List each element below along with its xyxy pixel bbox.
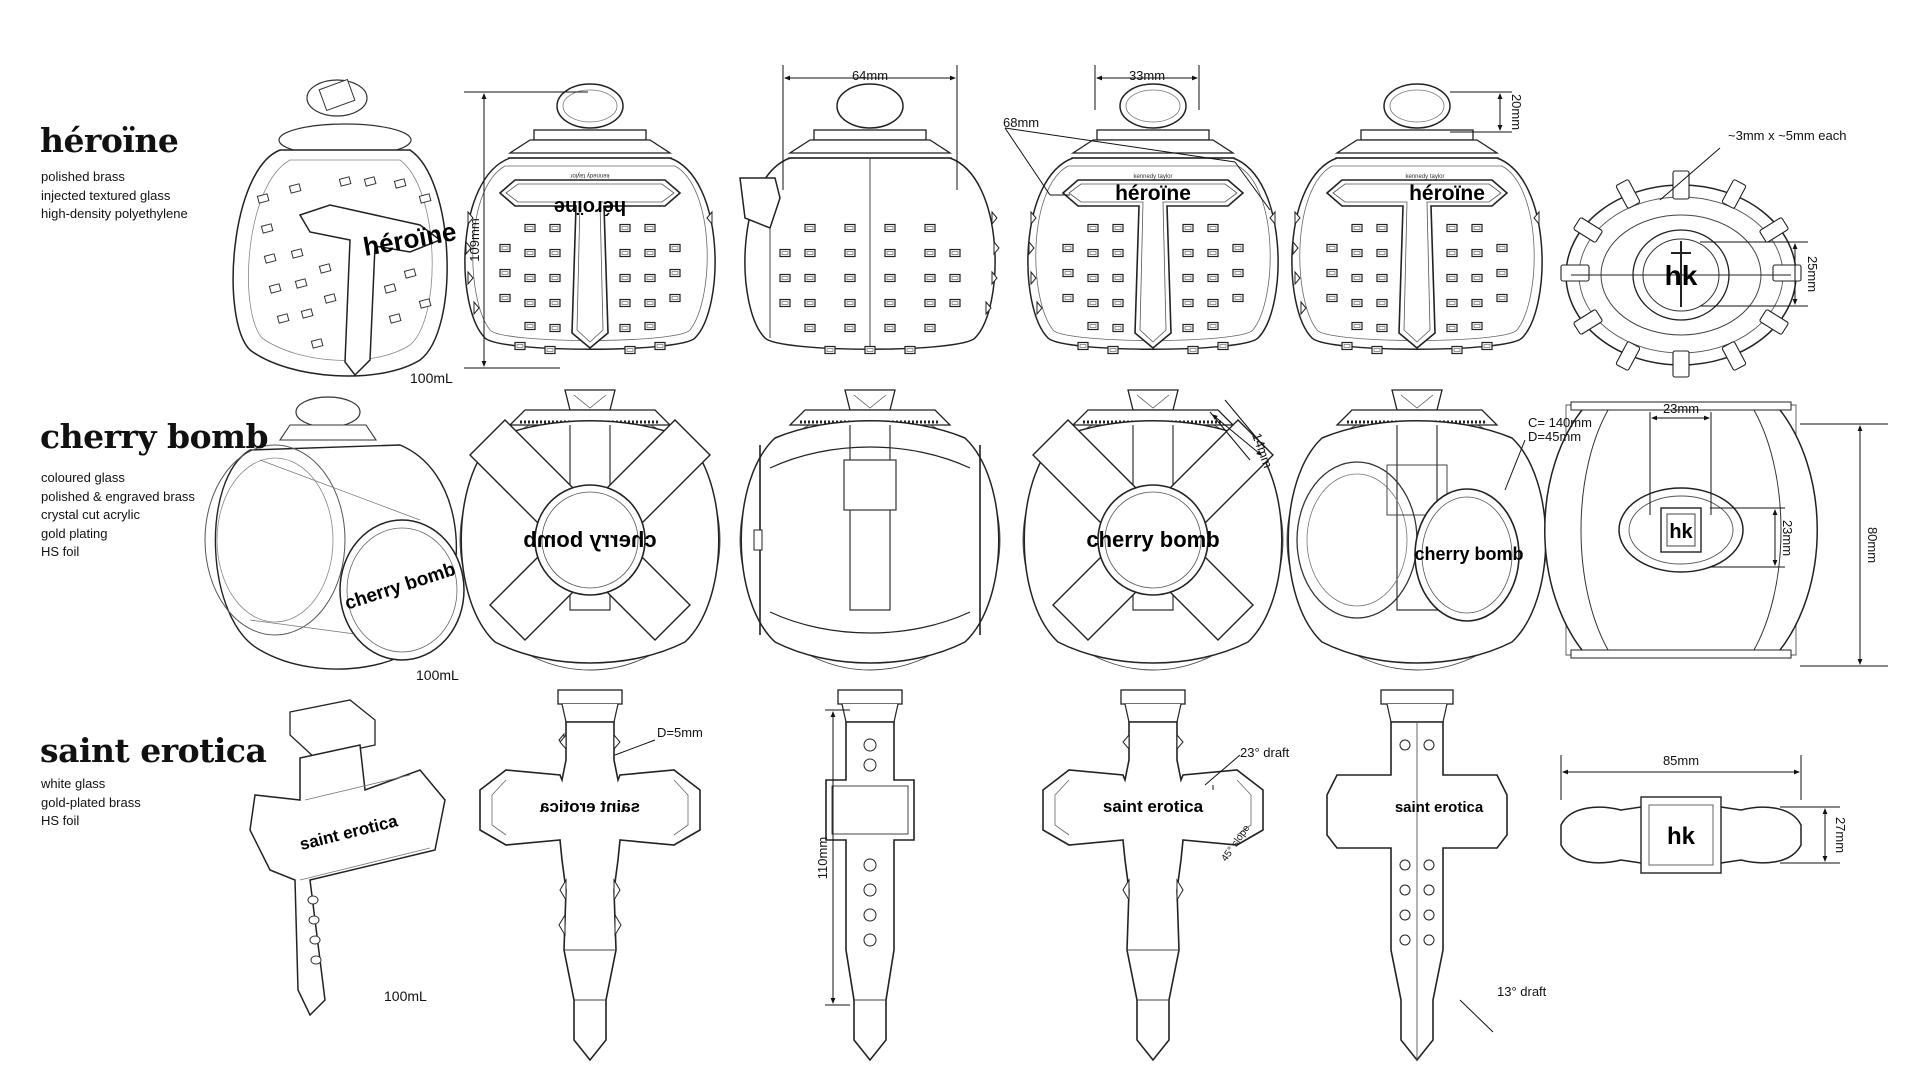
saint-dim-height: 110mm	[815, 837, 830, 879]
saint-monogram: hk	[1667, 823, 1696, 850]
heroine-perspective-view: héroïne	[232, 78, 459, 377]
cherry-bomb-material: HS foil	[41, 544, 80, 559]
saint-dimensions	[614, 709, 1840, 1033]
heroine-3q-label: héroïne	[1409, 182, 1485, 205]
heroine-dimensions	[464, 65, 1808, 369]
saint-erotica-side-view	[825, 689, 915, 1062]
cherry-monogram: hk	[1669, 521, 1693, 543]
heroine-dim-top: 25mm	[1805, 256, 1820, 292]
heroine-dim-height: 109mm	[467, 218, 482, 261]
saint-erotica-back-view: saint erotica	[1042, 689, 1264, 1061]
heroine-material: high-density polyethylene	[41, 206, 188, 221]
heroine-dimension-labels: 109mm 64mm 33mm 20mm 68mm ~3mm x ~5mm ea…	[467, 68, 1847, 292]
cherry-bomb-front-view: cherry bomb	[458, 388, 722, 672]
heroine-top-view: hk	[1560, 170, 1802, 378]
saint-erotica-materials: white glass gold-plated brass HS foil	[41, 775, 141, 831]
cherry-bomb-side-view	[738, 388, 1002, 672]
saint-dim-draft-arm: 23° draft	[1240, 745, 1290, 760]
heroine-3q-brand: kennedy taylor	[1405, 174, 1444, 180]
saint-dim-draft-blade: 13° draft	[1497, 984, 1547, 999]
saint-erotica-material: gold-plated brass	[41, 794, 141, 810]
cherry-bomb-material: polished & engraved brass	[41, 488, 195, 504]
cherry-dimensions	[1209, 399, 1888, 667]
cherry-bomb-material: gold plating	[41, 525, 108, 541]
saint-erotica-top-view: hk	[1560, 796, 1802, 874]
heroine-materials: polished brass injected textured glass h…	[41, 168, 188, 224]
heroine-material: polished brass	[41, 169, 125, 184]
saint-erotica-volume: 100mL	[384, 988, 427, 1004]
cherry-bomb-back-view: cherry bomb	[1021, 388, 1285, 672]
heroine-dim-studs: ~3mm x ~5mm each	[1728, 128, 1847, 143]
cherry-dimension-labels: 14mm C= 140mm D=45mm 23mm 23mm 80mm	[1249, 401, 1880, 563]
cherry-bomb-three-quarter-view: cherry bomb	[1285, 388, 1549, 672]
cherry-back-label: cherry bomb	[1086, 527, 1219, 552]
cherry-dim-height: 80mm	[1865, 527, 1880, 563]
cherry-front-label-mirrored: cherry bomb	[523, 527, 656, 552]
cherry-bomb-material: crystal cut acrylic	[41, 507, 140, 522]
heroine-front-brand: kennedy taylor	[570, 172, 609, 178]
cherry-bomb-materials: coloured glass polished & engraved brass…	[41, 469, 195, 562]
saint-erotica-front-view: saint erotica	[479, 689, 701, 1061]
saint-erotica-material: HS foil	[41, 813, 80, 828]
heroine-three-quarter-view: kennedy taylor héroïne	[1292, 84, 1542, 354]
saint-erotica-three-quarter-view: saint erotica	[1326, 689, 1508, 1062]
saint-erotica-material: white glass	[41, 776, 106, 791]
heroine-dim-body: 68mm	[1003, 115, 1039, 130]
heroine-dim-cap-width: 33mm	[1129, 68, 1165, 83]
saint-front-label-mirrored: saint erotica	[539, 797, 640, 816]
heroine-side-view	[739, 83, 1000, 355]
heroine-dim-width: 64mm	[852, 68, 888, 83]
heroine-front-label-mirrored: héroïne	[554, 196, 626, 218]
cherry-bomb-top-view: hk	[1544, 401, 1818, 659]
heroine-back-brand: kennedy taylor	[1133, 174, 1172, 180]
cherry-dim-diam: D=45mm	[1528, 429, 1581, 444]
heroine-material: injected textured glass	[41, 187, 171, 203]
saint-3q-label: saint erotica	[1395, 799, 1484, 816]
saint-erotica-perspective-view: saint erotica	[249, 699, 446, 1017]
cherry-bomb-material: coloured glass	[41, 470, 125, 485]
heroine-volume: 100mL	[410, 370, 453, 386]
cherry-bomb-perspective-view: cherry bomb	[204, 396, 465, 670]
saint-dim-depth: 27mm	[1833, 817, 1848, 853]
cherry-dim-circ: C= 140mm	[1528, 415, 1592, 430]
heroine-back-view: kennedy taylor héroïne	[1028, 84, 1278, 354]
cherry-bomb-volume: 100mL	[416, 667, 459, 683]
cherry-dim-top-height: 23mm	[1780, 520, 1795, 556]
cherry-bomb-title: cherry bomb	[40, 417, 269, 456]
heroine-front-view: kennedy taylor héroïne	[465, 84, 715, 354]
cherry-dim-top-width: 23mm	[1663, 401, 1699, 416]
saint-erotica-title: saint erotica	[40, 731, 267, 770]
saint-back-label: saint erotica	[1103, 797, 1204, 816]
heroine-dim-cap-height: 20mm	[1509, 94, 1524, 130]
cherry-3q-label: cherry bomb	[1414, 544, 1523, 564]
saint-dim-width: 85mm	[1663, 753, 1699, 768]
heroine-title: héroïne	[40, 121, 179, 160]
heroine-back-label: héroïne	[1115, 182, 1191, 205]
saint-dim-rod: D=5mm	[657, 725, 703, 740]
